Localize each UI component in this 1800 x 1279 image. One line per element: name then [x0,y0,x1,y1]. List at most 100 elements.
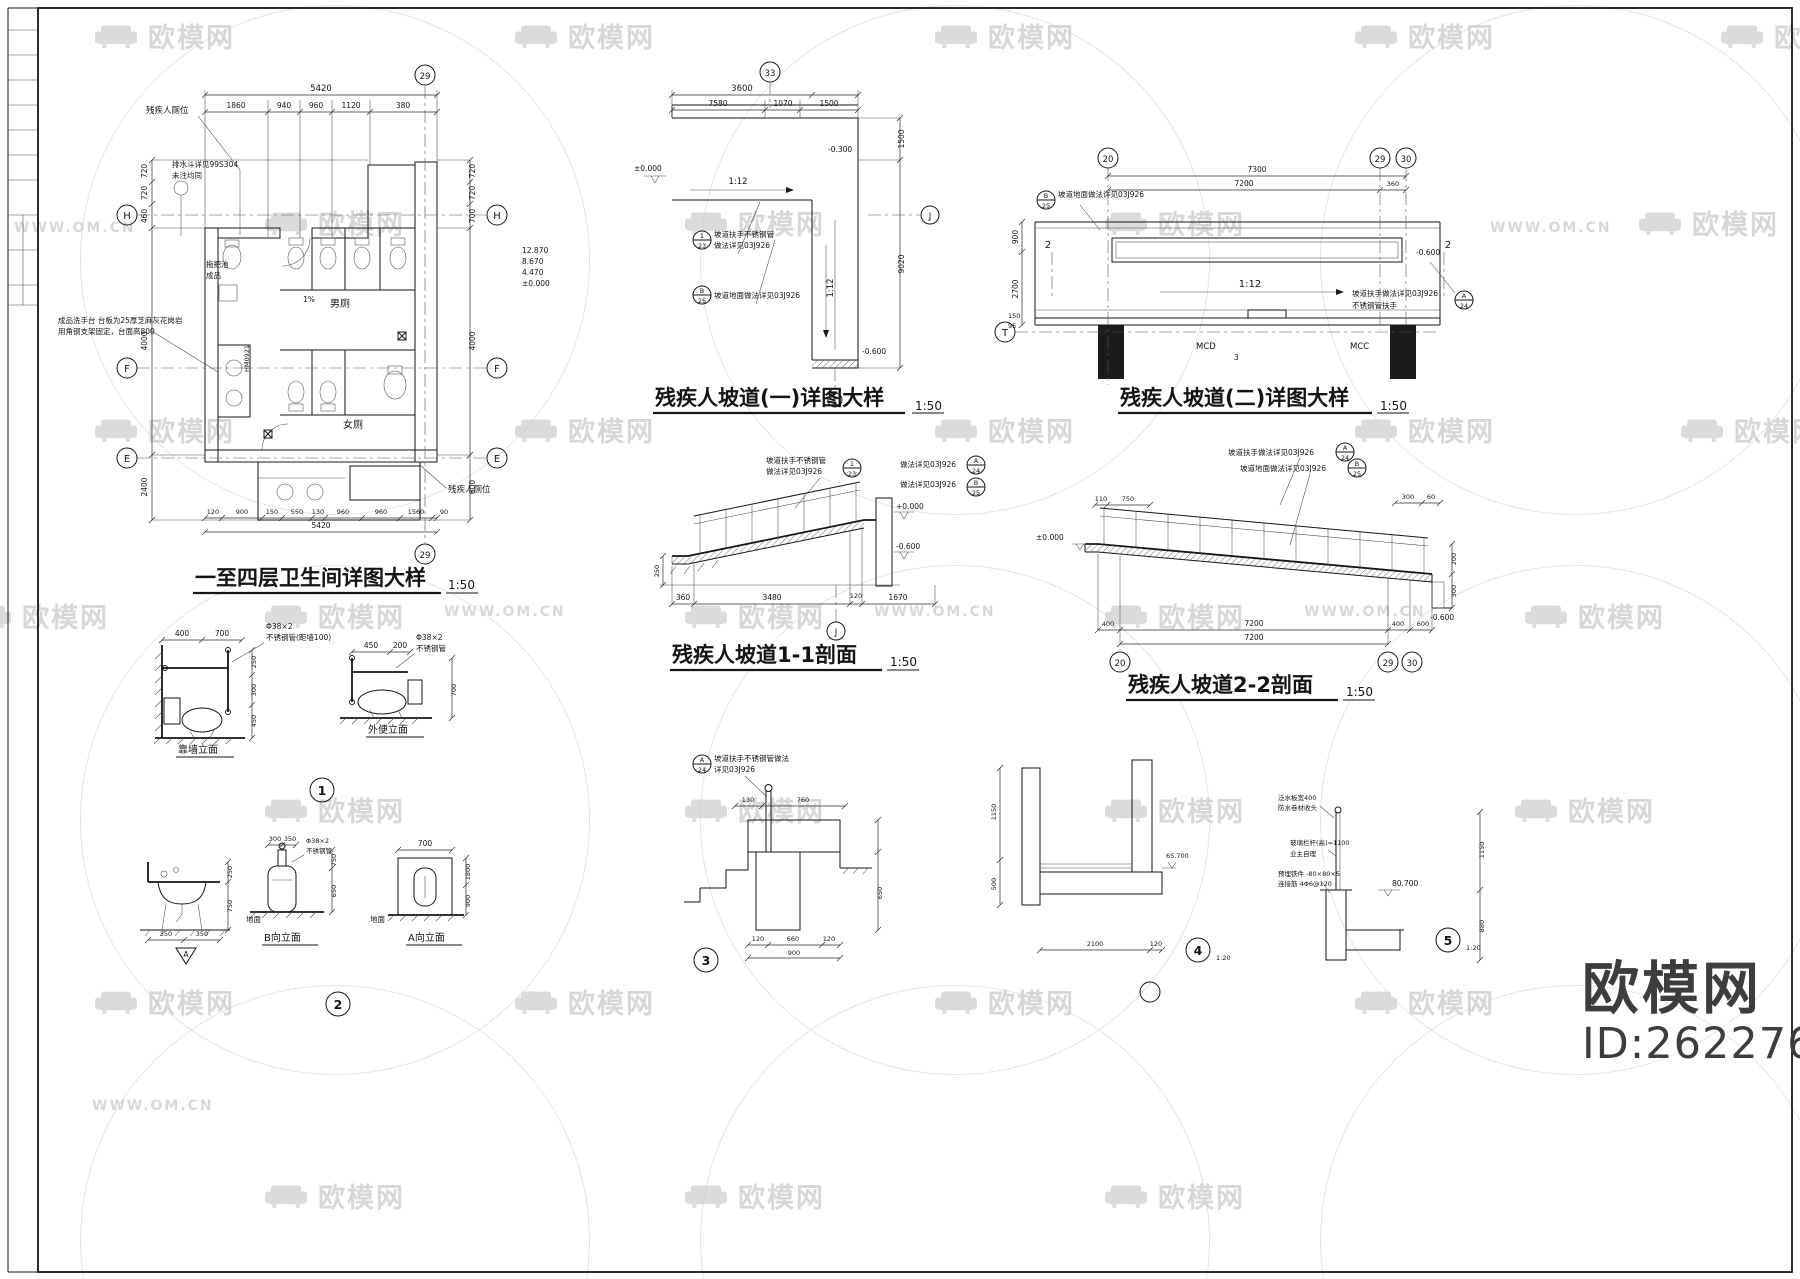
dim-label: 600 [468,480,477,495]
grid-letter: F [494,364,500,375]
ref-top: B [1044,192,1048,200]
watermark-brand: 欧模网 [1102,203,1245,242]
watermark-brand-text: 欧模网 [1158,603,1245,634]
detail-number: 5 [1444,933,1453,948]
note-counter: 用角钢支架固定，台面高800 [58,326,155,336]
note-floor: 坡道地面做法详见03J926 [1240,463,1326,473]
note-accessible-stall: 残疾人厕位 [146,105,189,116]
note-handrail: 坡道扶手做法详见03J926 [1352,288,1438,298]
dim-label: 130 [742,796,754,804]
dim-label: 3600 [731,84,753,94]
sec22-title-block: 残疾人坡道2-2剖面 1:50 [1126,673,1375,702]
dim-label: 7200 [1244,619,1263,628]
note-handrail: 详见03J926 [714,764,755,774]
ref-bot: 24 [972,467,980,475]
ramp1-bubbles: 33 J 1 [759,61,940,408]
watermark-brand-text: 欧模网 [148,23,235,54]
watermark-brand-text: 欧模网 [318,1183,405,1214]
watermark-brand: 欧模网 [1512,790,1655,829]
watermark-brand-text: 欧模网 [1158,210,1245,241]
dim-label: 700 [418,839,433,848]
dim-label: 120 [850,592,862,600]
dim-label: 380 [396,101,411,110]
note-pipe: 不锈钢管 [306,846,333,855]
dim-label: 1150 [990,804,998,821]
note: 连接筋 4Φ6@120 [1278,879,1332,888]
grid-bubble-e-left [116,447,138,469]
d5-notes: 泛水板宽400 防水卷材收头 玻璃栏杆(高)=1100 业主自理 预埋铁件 -8… [1278,793,1350,894]
dim-label: 1120 [341,101,360,110]
ramp-plan-1: 1:12 1:12 ±0.000 -0.300 -0.600 3600 7580… [634,61,944,415]
detail-number: 1 [318,783,327,798]
level-label: -0.600 [862,347,886,356]
watermark-brand: 欧模网 [682,203,825,242]
detail-number-circle [309,777,335,803]
note-pipe: Φ38×2 [306,837,329,845]
watermark-brand-text: 欧模网 [568,417,655,448]
detail-scale: 1:20 [1216,954,1231,962]
dim-label: 90 [440,508,448,516]
dim-label: 400 [1102,620,1114,628]
dim-label: 940 [277,101,292,110]
detail-number-circle [693,947,719,973]
sec11-annotations: 坡道扶手不锈钢管 做法详见03J926 1 23 做法详见03J926 A 24… [766,455,986,560]
dim-label: 880 [1478,920,1486,932]
dim-label: 4000 [140,331,149,350]
ramp2-section-marks: 2 2 [1045,240,1451,298]
dim-label: 2400 [140,477,149,496]
watermark-circle [80,5,590,515]
sec11-title: 残疾人坡道1-1剖面 [672,643,857,667]
dim-label: 150 [266,508,278,516]
watermark-brand-text: 欧模网 [22,603,109,634]
ref-top: B [1355,460,1359,468]
watermark-brand-text: 欧模网 [318,603,405,634]
toilet-plan-grid-bubbles: H F E H F E 29 29 [116,64,508,565]
toilet-plan-fixtures [217,228,415,501]
ref-top: A [700,756,705,764]
grid-bubble-e-right [486,447,508,469]
watermark-brand-text: 欧模网 [318,797,405,828]
watermark-brand: 欧模网 [682,790,825,829]
elevation-label: 外便立面 [368,723,408,736]
note-ref: 做法详见03J926 [900,459,956,469]
dim-label: 200 [393,641,408,650]
site-logo: 欧模网 ID:2622765 [1582,959,1800,1069]
note-accessible-stall: 残疾人厕位 [448,484,491,495]
dim-label: 700 [468,209,477,224]
note-handrail: 不锈钢管扶手 [1352,300,1397,310]
watermark-brand-text: 欧模网 [738,210,825,241]
watermark-brand: 欧模网 [92,16,235,55]
d4-dimensions: 1150 500 2100 120 [990,764,1166,954]
dim-label: 9020 [897,254,906,273]
dim-label: 360 [1387,180,1399,188]
watermark-circle [700,5,1210,515]
dim-label: 900 [1011,230,1020,245]
dim-label: 350 [284,835,296,843]
dim-label: 720 [468,186,477,201]
level-label: ±0.000 [522,279,550,288]
elevation-label: 靠墙立面 [178,743,218,756]
watermark-url: WWW.OM.CN [444,604,566,620]
grid-letter: F [124,364,130,375]
ref-bot: 24 [698,766,706,774]
scale-label: 1:50 [915,399,942,413]
grid-number: 33 [765,69,776,79]
dim-label: 1800 [464,864,472,881]
note-handrail: 做法详见03J926 [714,240,770,250]
toilet-plan-walls [204,161,438,521]
ref-top: A [1343,444,1348,452]
grid-number: 29 [1383,659,1394,669]
note-slope: 1% [303,295,315,304]
watermark-url: WWW.OM.CN [1490,220,1612,236]
dim-label: 760 [797,796,809,804]
watermark-brand: 欧模网 [262,790,405,829]
dim-label: 1670 [888,593,907,602]
grid-number: 29 [1375,155,1386,165]
toilet-plan-notes: 残疾人厕位 排水斗详见99S304 未注均同 拖把池 成品 成品洗手台 台板为2… [58,105,550,495]
detail-number-circle [325,991,351,1017]
watermark-url: WWW.OM.CN [14,220,136,236]
dim-label: 250 [250,656,258,668]
dim-label: 460 [140,209,149,224]
dim-label: 360 [676,593,691,602]
